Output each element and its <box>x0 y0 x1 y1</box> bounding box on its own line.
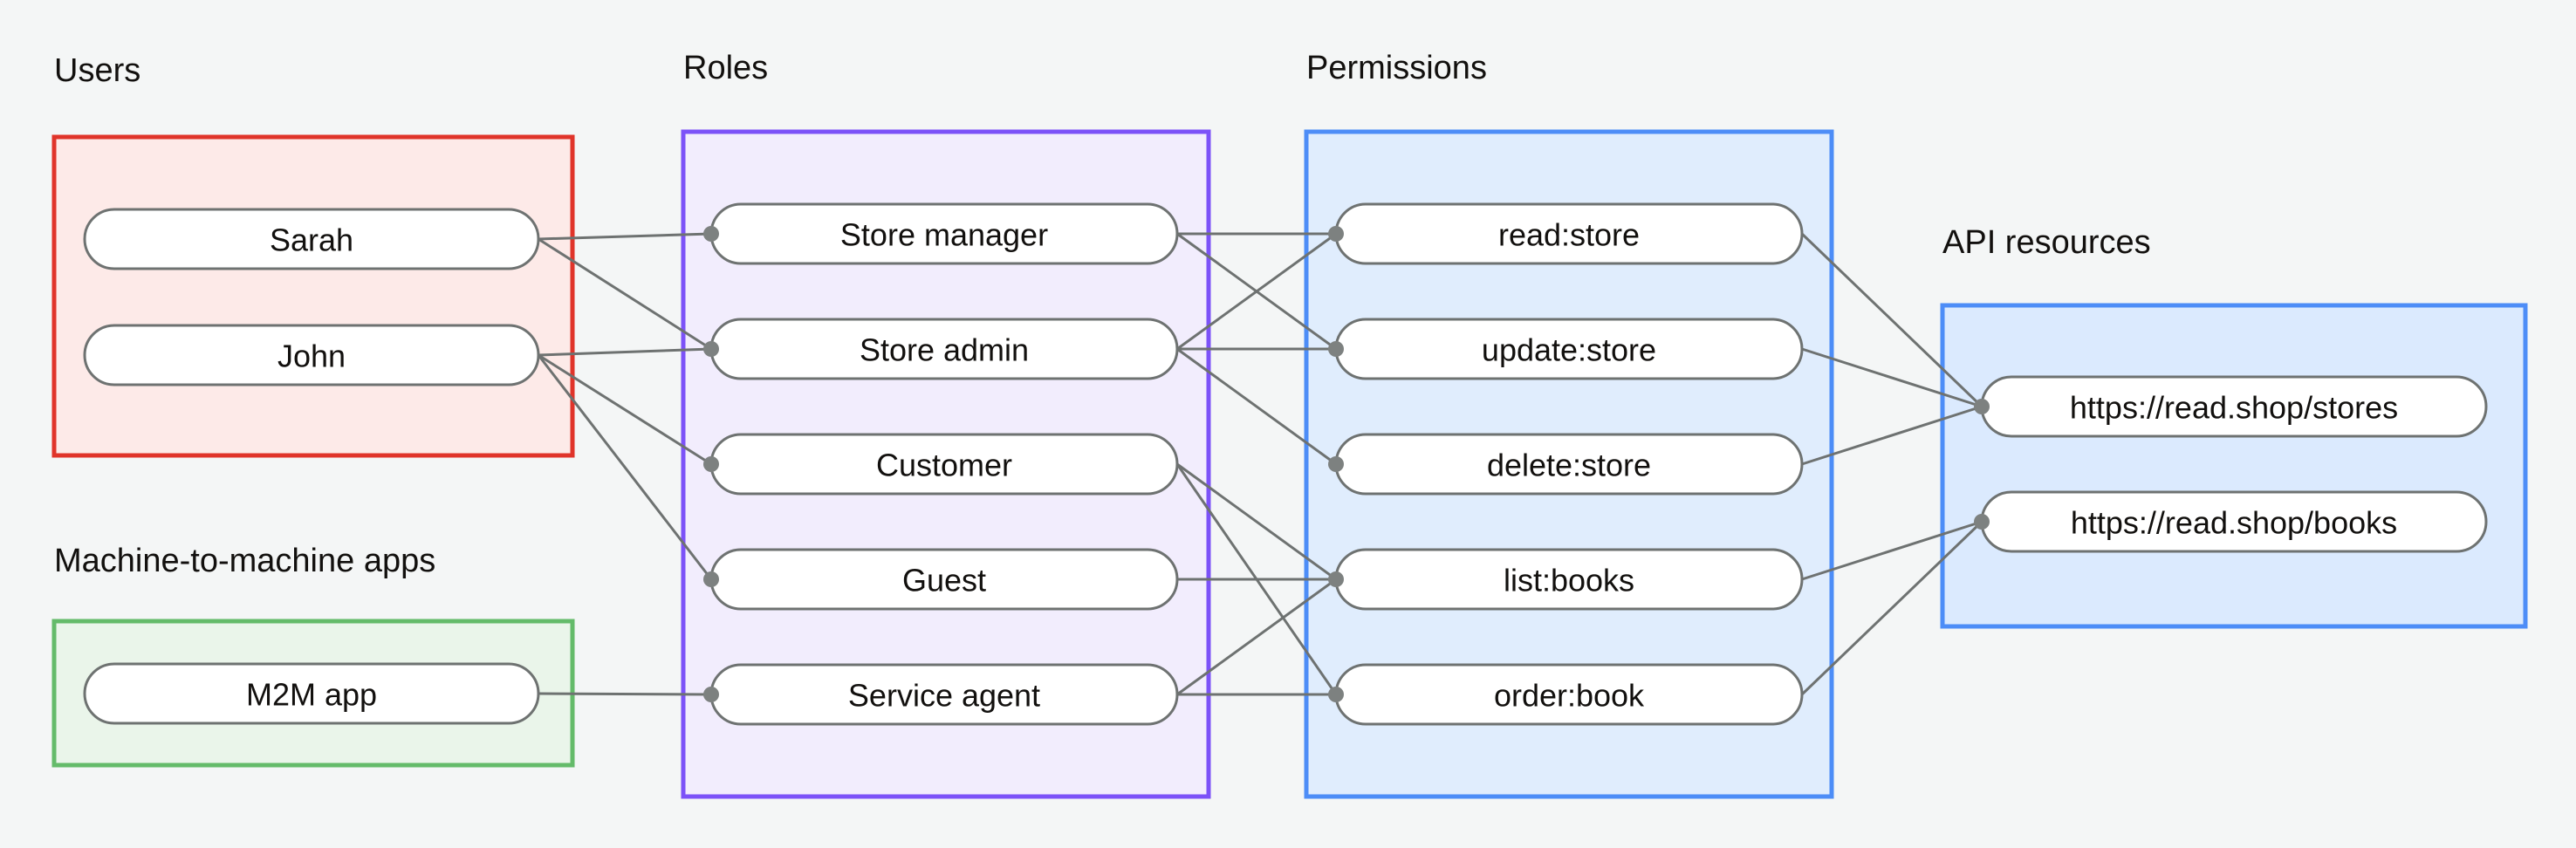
node-res-stores[interactable]: https://read.shop/stores <box>1980 375 2488 438</box>
edge-read-store-to-res-stores <box>1800 232 1983 408</box>
node-label-delete-store: delete:store <box>1487 448 1651 483</box>
node-store-manager[interactable]: Store manager <box>709 202 1179 265</box>
edge-john-to-customer <box>538 353 712 466</box>
edge-endpoint-res-books <box>1974 514 1990 530</box>
node-label-m2m-app: M2M app <box>246 677 377 713</box>
node-label-sarah: Sarah <box>270 222 353 258</box>
group-box-users <box>51 134 575 458</box>
edge-endpoint-store-admin <box>703 341 719 357</box>
edge-store-admin-to-delete-store <box>1176 347 1337 466</box>
node-shape-john <box>83 324 540 386</box>
node-label-res-books: https://read.shop/books <box>2071 505 2397 541</box>
edge-endpoint-res-stores <box>1974 399 1990 414</box>
edge-endpoint-customer <box>703 456 719 472</box>
node-label-list-books: list:books <box>1504 563 1634 598</box>
edge-delete-store-to-res-stores <box>1801 405 1983 466</box>
edge-list-books-to-res-books <box>1801 520 1983 581</box>
node-label-customer: Customer <box>876 448 1012 483</box>
edge-john-to-guest <box>537 354 713 580</box>
node-sarah[interactable]: Sarah <box>83 208 540 270</box>
endpoints-layer <box>703 226 1990 702</box>
group-label-api-resources: API resources <box>1942 224 2151 261</box>
edge-order-book-to-res-books <box>1800 520 1983 696</box>
edge-john-to-store-admin <box>538 347 712 357</box>
edge-endpoint-delete-store <box>1328 456 1344 472</box>
edge-customer-to-list-books <box>1176 462 1337 581</box>
node-res-books[interactable]: https://read.shop/books <box>1980 490 2488 553</box>
group-box-api-resources <box>1940 303 2528 629</box>
node-store-admin[interactable]: Store admin <box>709 318 1179 380</box>
group-label-m2m: Machine-to-machine apps <box>54 543 435 579</box>
edge-sarah-to-store-manager <box>538 232 712 241</box>
node-label-store-admin: Store admin <box>860 332 1029 368</box>
node-label-guest: Guest <box>902 563 986 598</box>
node-guest[interactable]: Guest <box>709 548 1179 611</box>
node-delete-store[interactable]: delete:store <box>1334 433 1804 496</box>
edge-endpoint-service-agent <box>703 687 719 702</box>
node-label-read-store: read:store <box>1498 217 1640 253</box>
node-label-update-store: update:store <box>1482 332 1656 368</box>
edges-layer <box>537 232 1983 696</box>
node-service-agent[interactable]: Service agent <box>709 663 1179 726</box>
node-list-books[interactable]: list:books <box>1334 548 1804 611</box>
node-shape-sarah <box>83 208 540 270</box>
group-label-roles: Roles <box>683 50 768 86</box>
edge-sarah-to-store-admin <box>538 237 712 351</box>
edge-endpoint-list-books <box>1328 571 1344 587</box>
node-read-store[interactable]: read:store <box>1334 202 1804 265</box>
edge-store-admin-to-read-store <box>1176 232 1337 351</box>
edge-endpoint-store-manager <box>703 226 719 242</box>
edge-endpoint-update-store <box>1328 341 1344 357</box>
node-john[interactable]: John <box>83 324 540 386</box>
node-label-store-manager: Store manager <box>840 217 1048 253</box>
node-order-book[interactable]: order:book <box>1334 663 1804 726</box>
node-label-service-agent: Service agent <box>848 678 1040 714</box>
node-label-john: John <box>277 339 346 374</box>
edge-endpoint-guest <box>703 571 719 587</box>
node-m2m-app[interactable]: M2M app <box>83 662 540 725</box>
edge-endpoint-read-store <box>1328 226 1344 242</box>
node-customer[interactable]: Customer <box>709 433 1179 496</box>
node-shape-m2m-app <box>83 662 540 725</box>
node-label-res-stores: https://read.shop/stores <box>2070 390 2398 426</box>
group-label-users: Users <box>54 52 140 89</box>
node-update-store[interactable]: update:store <box>1334 318 1804 380</box>
group-label-permissions: Permissions <box>1306 50 1487 86</box>
node-label-order-book: order:book <box>1494 678 1645 714</box>
edge-service-agent-to-list-books <box>1176 578 1337 696</box>
edge-update-store-to-res-stores <box>1801 347 1983 408</box>
edge-endpoint-order-book <box>1328 687 1344 702</box>
